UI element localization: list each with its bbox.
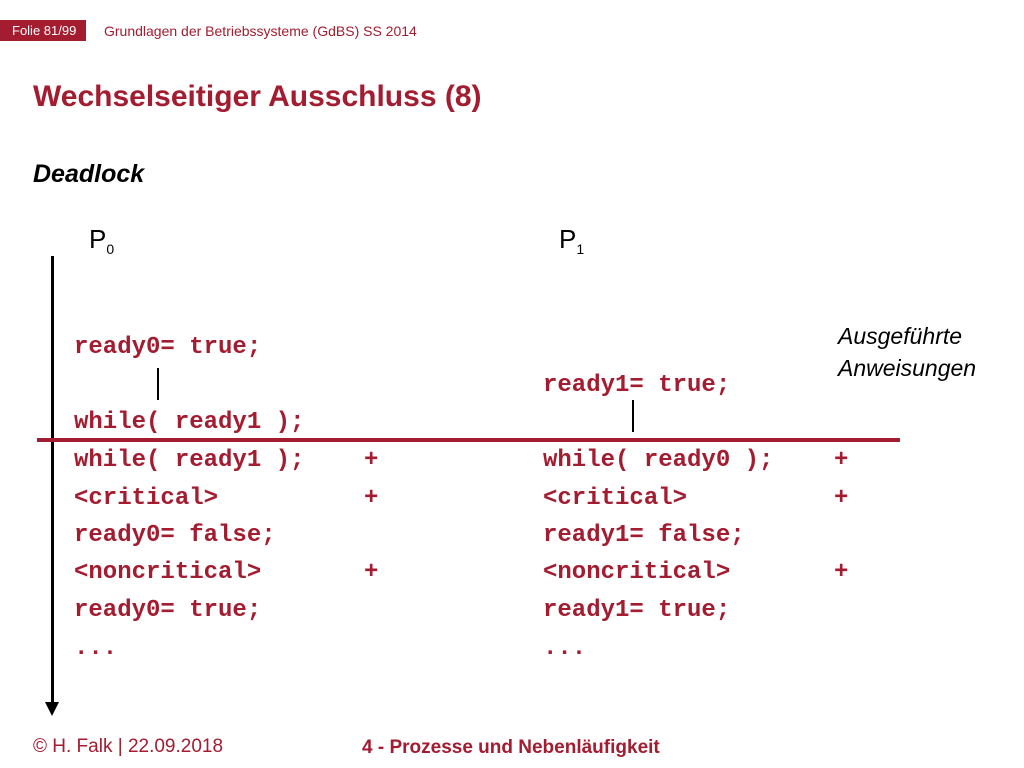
- p0-line-8: ...: [74, 635, 118, 662]
- slide-title: Wechselseitiger Ausschluss (8): [33, 80, 482, 113]
- process-p0-index: 0: [106, 241, 115, 257]
- annotation-line-2: Anweisungen: [838, 355, 977, 381]
- p0-line-4: <critical>: [74, 485, 219, 512]
- p0-plus-marker: +: [364, 485, 379, 512]
- slide-counter: Folie 81/99: [0, 20, 87, 41]
- process-p0-letter: P: [89, 224, 107, 254]
- p0-line-5: ready0= false;: [74, 522, 276, 549]
- p0-line-6: <noncritical>: [74, 559, 262, 586]
- p1-line-6: ready1= true;: [543, 597, 731, 624]
- subtitle: Deadlock: [33, 160, 145, 188]
- footer-chapter: 4 - Prozesse und Nebenläufigkeit: [362, 737, 660, 758]
- p0-line-3: while( ready1 );: [74, 447, 305, 474]
- course-title: Grundlagen der Betriebssysteme (GdBS) SS…: [104, 23, 417, 39]
- p0-plus-marker: +: [364, 559, 379, 586]
- p1-line-7: ...: [543, 635, 587, 662]
- annotation-line-1: Ausgeführte: [838, 323, 963, 349]
- footer-author: © H. Falk | 22.09.2018: [33, 736, 224, 757]
- p1-line-2: while( ready0 );: [543, 447, 774, 474]
- p1-plus-marker: +: [834, 559, 849, 586]
- p0-line-7: ready0= true;: [74, 597, 262, 624]
- p1-line-3: <critical>: [543, 485, 688, 512]
- p1-line-5: <noncritical>: [543, 559, 731, 586]
- p0-line-1: ready0= true;: [74, 334, 262, 361]
- p1-line-4: ready1= false;: [543, 522, 745, 549]
- p1-wait-bar: [632, 400, 634, 432]
- timeline-arrowhead: [45, 702, 59, 716]
- p0-plus-marker: +: [364, 447, 379, 474]
- executed-statements-annotation: Ausgeführte Anweisungen: [838, 320, 976, 384]
- process-p1-index: 1: [576, 241, 585, 257]
- p1-plus-marker: +: [834, 447, 849, 474]
- process-p1-label: P1: [559, 224, 584, 264]
- process-p0-label: P0: [89, 224, 114, 264]
- p0-line-2: while( ready1 );: [74, 409, 305, 436]
- timeline-arrow: [51, 256, 54, 704]
- executed-boundary-line: [37, 438, 900, 442]
- process-p1-letter: P: [559, 224, 577, 254]
- p1-plus-marker: +: [834, 485, 849, 512]
- p1-line-1: ready1= true;: [543, 372, 731, 399]
- p0-wait-bar: [157, 368, 159, 400]
